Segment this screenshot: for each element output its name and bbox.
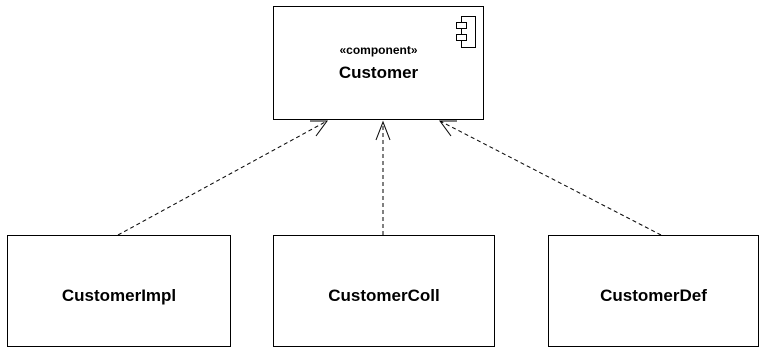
class-customer-coll[interactable]: CustomerColl — [273, 235, 495, 347]
class-customer-impl[interactable]: CustomerImpl — [7, 235, 231, 347]
component-icon — [456, 16, 476, 48]
component-name: Customer — [338, 63, 419, 82]
class-name: CustomerDef — [600, 286, 707, 305]
class-name: CustomerImpl — [61, 286, 177, 305]
realization-arrow-impl — [117, 120, 328, 236]
realization-arrow-coll — [375, 120, 391, 235]
component-stereotype: «component» — [339, 43, 418, 57]
class-name: CustomerColl — [328, 286, 440, 305]
realization-arrow-def — [439, 120, 662, 236]
component-customer[interactable]: «component» Customer — [273, 6, 484, 120]
class-customer-def[interactable]: CustomerDef — [548, 235, 759, 347]
